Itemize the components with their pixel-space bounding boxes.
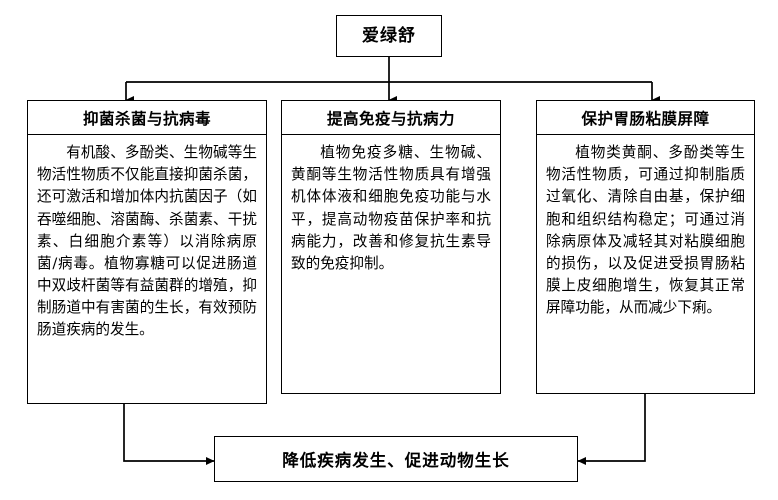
- branch-node-1[interactable]: 抑菌杀菌与抗病毒 有机酸、多酚类、生物碱等生物活性物质不仅能直接抑菌杀菌，还可激…: [27, 100, 267, 404]
- root-node[interactable]: 爱绿舒: [336, 15, 442, 57]
- branch-2-header-label: 提高免疫与抗病力: [326, 109, 455, 128]
- branch-1-header: 抑菌杀菌与抗病毒: [28, 101, 266, 135]
- branch-1-body-text: 有机酸、多酚类、生物碱等生物活性物质不仅能直接抑菌杀菌，还可激活和增加体内抗菌因…: [37, 144, 257, 339]
- connector-branch-1-to-outcome: [123, 404, 215, 465]
- connector-branch-3-to-outcome: [577, 394, 646, 465]
- branch-node-3[interactable]: 保护胃肠粘膜屏障 植物类黄酮、多酚类等生物活性物质，可通过抑制脂质过氧化、清除自…: [536, 100, 755, 394]
- outcome-node-label: 降低疾病发生、促进动物生长: [282, 451, 510, 470]
- root-node-label: 爱绿舒: [362, 25, 416, 46]
- branch-1-body: 有机酸、多酚类、生物碱等生物活性物质不仅能直接抑菌杀菌，还可激活和增加体内抗菌因…: [28, 135, 266, 403]
- branch-2-header: 提高免疫与抗病力: [282, 101, 500, 135]
- outcome-node[interactable]: 降低疾病发生、促进动物生长: [214, 436, 578, 482]
- branch-2-body: 植物免疫多糖、生物碱、黄酮等生物活性物质具有增强机体体液和细胞免疫功能与水平，提…: [282, 135, 500, 393]
- branch-2-body-text: 植物免疫多糖、生物碱、黄酮等生物活性物质具有增强机体体液和细胞免疫功能与水平，提…: [291, 144, 491, 272]
- branch-node-2[interactable]: 提高免疫与抗病力 植物免疫多糖、生物碱、黄酮等生物活性物质具有增强机体体液和细胞…: [281, 100, 501, 394]
- branch-1-header-label: 抑菌杀菌与抗病毒: [82, 109, 211, 128]
- branch-3-body-text: 植物类黄酮、多酚类等生物活性物质，可通过抑制脂质过氧化、清除自由基，保护细胞和组…: [546, 144, 745, 317]
- branch-3-body: 植物类黄酮、多酚类等生物活性物质，可通过抑制脂质过氧化、清除自由基，保护细胞和组…: [537, 135, 754, 393]
- branch-3-header-label: 保护胃肠粘膜屏障: [581, 109, 710, 128]
- branch-3-header: 保护胃肠粘膜屏障: [537, 101, 754, 135]
